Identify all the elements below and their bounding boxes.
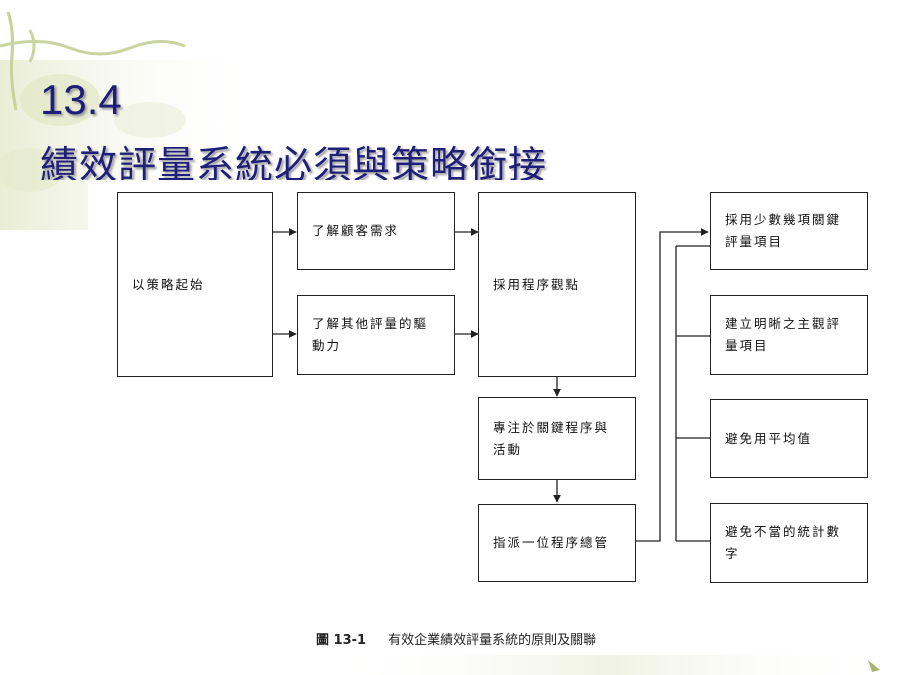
bottom-band: [330, 655, 890, 675]
node-focus-label: 專注於關鍵程序與活動: [493, 419, 610, 457]
node-clear-label: 建立明晰之主觀評量項目: [725, 316, 842, 353]
section-number: 13.4: [40, 76, 122, 123]
node-start: 以策略起始: [117, 192, 273, 377]
arrow-ornament: [868, 660, 880, 672]
node-process-label: 採用程序觀點: [493, 276, 581, 292]
figure-number: 圖 13-1: [316, 633, 367, 648]
figure-caption: 圖 13-1 有效企業績效評量系統的原則及關聯: [316, 629, 596, 648]
node-few-key-label: 採用少數幾項關鍵評量項目: [725, 212, 842, 249]
node-customer: 了解顧客需求: [297, 192, 455, 270]
node-process: 採用程序觀點: [478, 192, 636, 377]
arrow-owner-to-few-key: [636, 228, 709, 542]
node-drivers: 了解其他評量的驅動力: [297, 295, 455, 375]
node-few-key: 採用少數幾項關鍵評量項目: [710, 192, 868, 270]
node-avoid-stats-label: 避免不當的統計數字: [725, 524, 842, 561]
node-clear: 建立明晰之主觀評量項目: [710, 295, 868, 375]
node-focus: 專注於關鍵程序與活動: [478, 397, 636, 480]
node-drivers-label: 了解其他評量的驅動力: [312, 316, 429, 353]
node-avoid-avg: 避免用平均值: [710, 399, 868, 478]
node-start-label: 以策略起始: [132, 276, 205, 292]
node-avoid-avg-label: 避免用平均值: [725, 430, 813, 446]
node-owner-label: 指派一位程序總管: [493, 535, 610, 550]
figure-caption-text: 有效企業績效評量系統的原則及關聯: [388, 633, 597, 648]
node-customer-label: 了解顧客需求: [312, 223, 400, 238]
node-avoid-stats: 避免不當的統計數字: [710, 503, 868, 583]
slide-title: 績效評量系統必須與策略銜接: [40, 143, 548, 180]
node-owner: 指派一位程序總管: [478, 504, 636, 582]
